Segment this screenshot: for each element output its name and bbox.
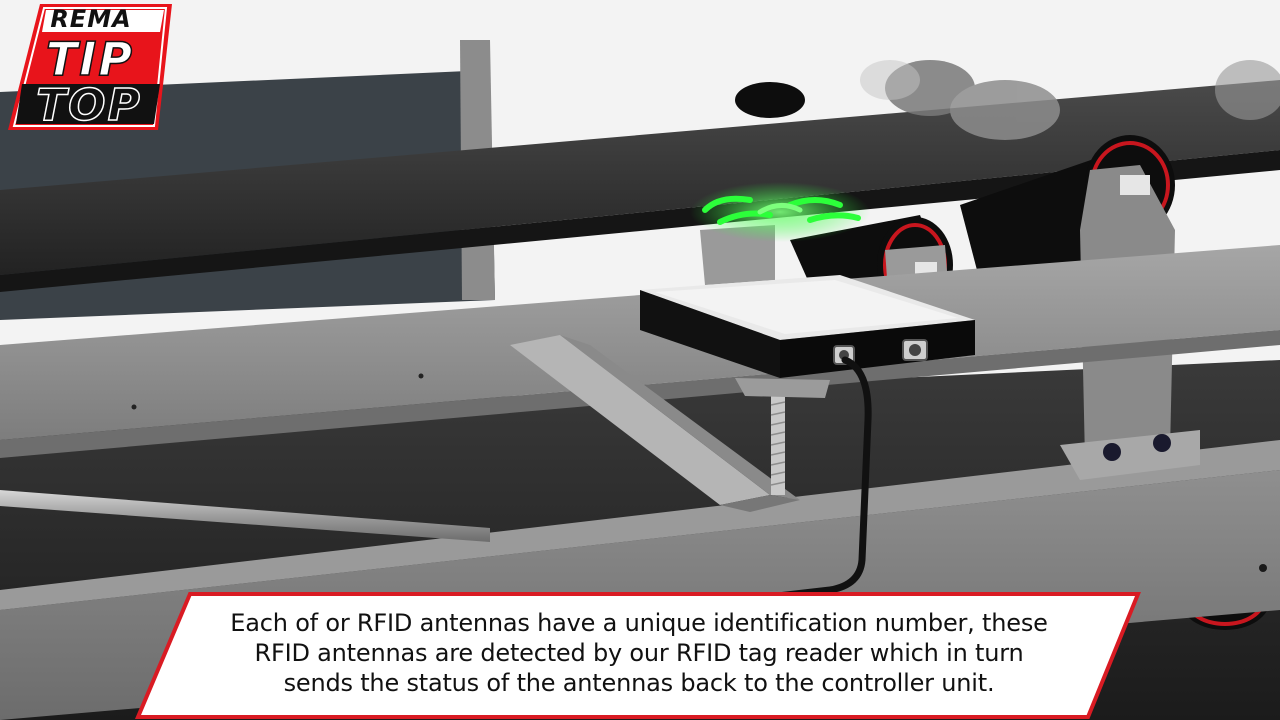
caption-line-3: sends the status of the antennas back to… <box>283 669 995 697</box>
rfid-signal <box>690 182 870 242</box>
caption-text: Each of or RFID antennas have a unique i… <box>178 608 1100 698</box>
logo-word-top: TOP <box>35 80 142 131</box>
logo-brand-text: REMA <box>50 5 132 33</box>
logo-shapes <box>8 4 172 130</box>
caption-line-2: RFID antennas are detected by our RFID t… <box>254 639 1024 667</box>
caption-line-1: Each of or RFID antennas have a unique i… <box>230 609 1048 637</box>
caption-box-shape <box>134 592 1141 719</box>
subtitle-caption: Each of or RFID antennas have a unique i… <box>138 592 1140 718</box>
logo-word-tip: TIP <box>45 32 135 86</box>
rema-tip-top-logo: REMA TIP TOP <box>6 4 176 134</box>
rocks <box>860 60 1280 140</box>
